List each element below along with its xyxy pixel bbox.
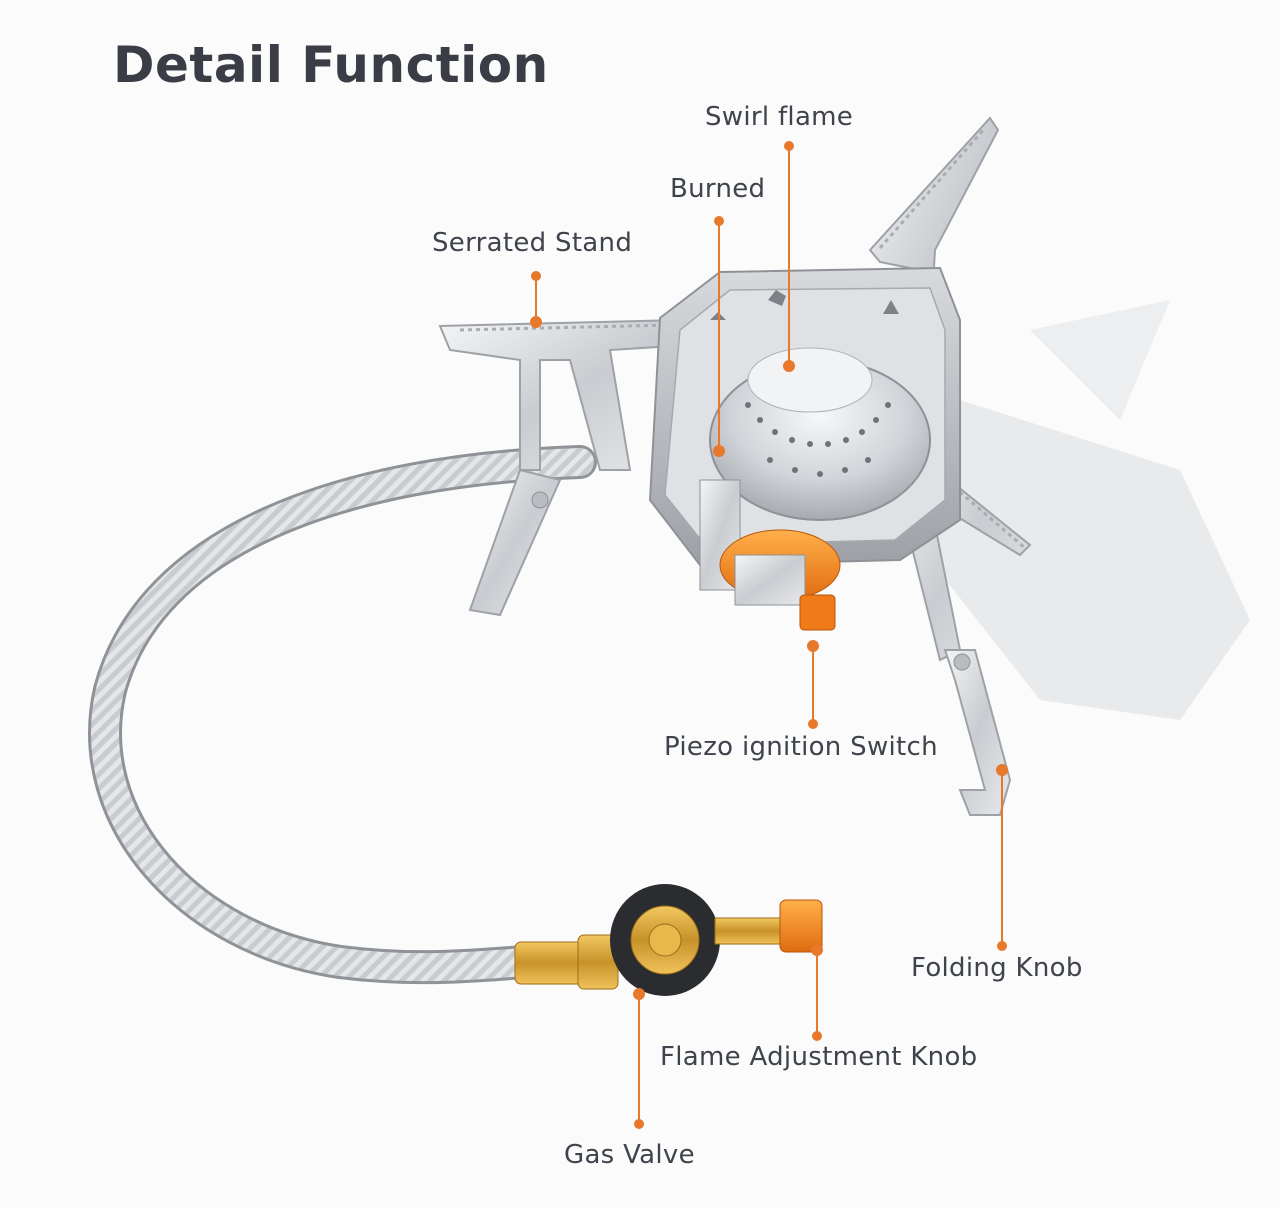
callout-folding-knob: Folding Knob [911,953,1083,983]
callout-piezo-ignition-switch: Piezo ignition Switch [664,732,938,762]
folding-leg [943,649,1012,816]
callout-flame-adjustment-knob: Flame Adjustment Knob [660,1042,978,1072]
ignition-assembly [699,479,841,631]
callout-burned: Burned [670,174,766,204]
stove-shadow [930,300,1250,720]
callout-serrated-stand: Serrated Stand [432,228,633,258]
callout-leaders [530,141,1008,1129]
page-title: Detail Function [113,36,549,94]
burner-head [709,347,931,521]
gas-valve-assembly [514,884,823,996]
callout-swirl-flame: Swirl flame [705,102,854,132]
callout-gas-valve: Gas Valve [564,1140,695,1170]
